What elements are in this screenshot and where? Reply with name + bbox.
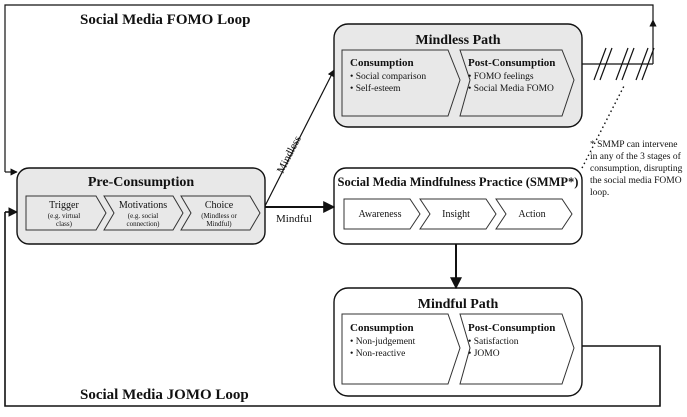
- pre-consumption-box: Pre-Consumption Trigger (e.g. virtual cl…: [16, 167, 266, 245]
- smmp-note-line-1: in any of the 3 stages of: [590, 151, 682, 162]
- fomo-loop-title: Social Media FOMO Loop: [80, 12, 250, 28]
- motivations-label: Motivations: [119, 200, 167, 211]
- smmp-note-line-4: loop.: [590, 188, 609, 198]
- smmp-intervention-dotted-line: [581, 85, 625, 169]
- mindless-arrow: [264, 69, 335, 207]
- pre-consumption-title: Pre-Consumption: [88, 175, 195, 190]
- awareness-chevron: [343, 198, 421, 230]
- fomo-loop-line: [4, 4, 654, 172]
- mindful-path-title: Mindful Path: [418, 297, 499, 312]
- mindless-consumption-chevron: [341, 49, 461, 117]
- mindless-post-chevron: [459, 49, 575, 117]
- choice-sub-0: (Mindless or: [201, 212, 237, 220]
- mindful-consumption-item-0: • Non-judgement: [350, 337, 416, 347]
- smmp-title: Social Media Mindfulness Practice (SMMP*…: [338, 175, 579, 189]
- choice-label: Choice: [205, 200, 234, 211]
- mindful-consumption-chevron: [341, 313, 461, 385]
- mindful-consumption-item-1: • Non-reactive: [350, 349, 405, 359]
- motivations-sub-1: connection): [126, 220, 160, 228]
- mindless-path-title: Mindless Path: [415, 33, 500, 48]
- choice-chevron: [180, 195, 261, 231]
- smmp-note-line-3: the social media FOMO: [590, 176, 682, 186]
- mindful-edge-label: Mindful: [276, 213, 312, 225]
- trigger-sub-0: (e.g. virtual: [48, 212, 81, 220]
- mindless-post-item-0: • FOMO feelings: [468, 71, 534, 82]
- mindless-edge-label: Mindless: [275, 134, 304, 175]
- jomo-loop-title: Social Media JOMO Loop: [80, 387, 249, 403]
- action-label: Action: [518, 209, 545, 220]
- mindless-path-box: Mindless Path Consumption • Social compa…: [333, 23, 583, 128]
- motivations-sub-0: (e.g. social: [128, 212, 159, 220]
- motivations-chevron: [103, 195, 184, 231]
- disruption-hatch: [593, 47, 655, 81]
- trigger-chevron: [25, 195, 107, 231]
- insight-label: Insight: [442, 209, 470, 220]
- awareness-label: Awareness: [359, 209, 402, 220]
- smmp-box: Social Media Mindfulness Practice (SMMP*…: [333, 167, 583, 245]
- mindless-consumption-item-1: • Self-esteem: [350, 83, 401, 94]
- mindless-post-item-1: • Social Media FOMO: [468, 84, 554, 94]
- mindful-path-box: Mindful Path Consumption • Non-judgement…: [333, 287, 583, 397]
- smmp-note-line-2: consumption, disrupting: [590, 164, 683, 174]
- mindless-post-title: Post-Consumption: [468, 57, 555, 69]
- smmp-note-line-0: * SMMP can intervene: [590, 140, 678, 150]
- mindful-post-item-1: • JOMO: [468, 349, 500, 359]
- choice-sub-1: Mindful): [206, 220, 232, 228]
- mindful-post-chevron: [459, 313, 575, 385]
- trigger-sub-1: class): [56, 220, 73, 228]
- insight-chevron: [419, 198, 497, 230]
- trigger-label: Trigger: [49, 200, 79, 211]
- action-chevron: [495, 198, 573, 230]
- mindless-consumption-item-0: • Social comparison: [350, 72, 426, 82]
- mindless-consumption-title: Consumption: [350, 57, 414, 69]
- jomo-loop-line: [4, 212, 661, 407]
- mindful-post-item-0: • Satisfaction: [468, 336, 519, 347]
- mindful-consumption-title: Consumption: [350, 322, 414, 334]
- mindful-post-title: Post-Consumption: [468, 322, 555, 334]
